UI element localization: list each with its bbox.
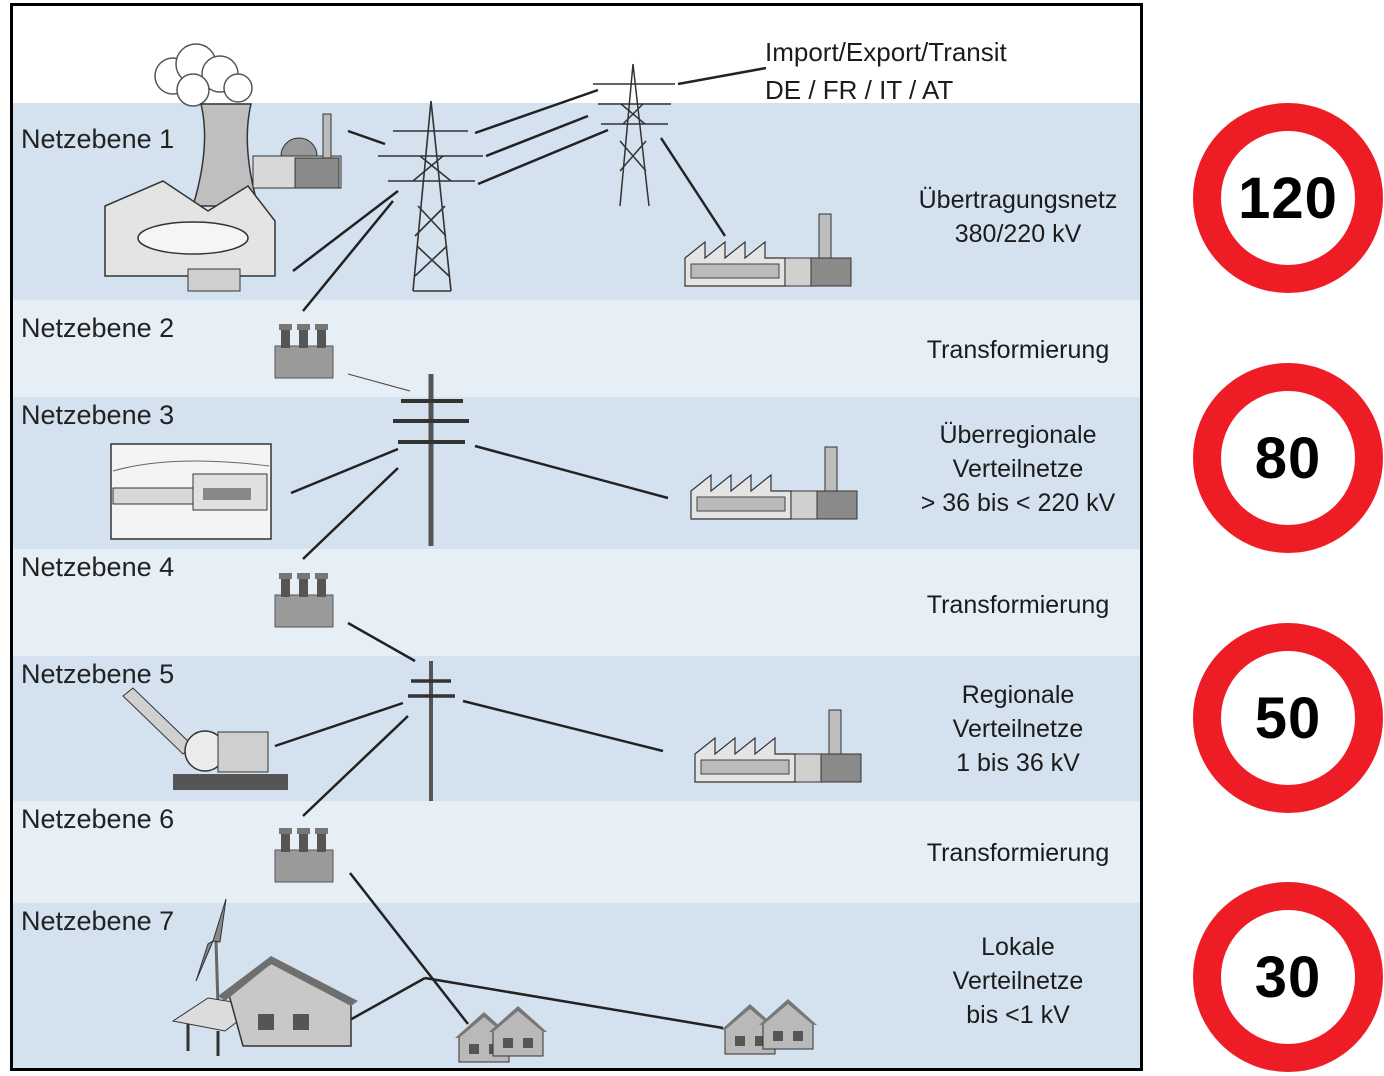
- speed-sign-80: 80: [1193, 363, 1383, 553]
- level-2-label: Netzebene 2: [21, 313, 175, 343]
- transmission-tower-icon: [378, 100, 483, 292]
- band-level-4: [13, 549, 1140, 656]
- level-6-description: Transformierung: [926, 839, 1110, 867]
- level-4-description: Transformierung: [926, 591, 1110, 619]
- house-icon: [488, 1005, 548, 1057]
- speed-sign-value: 30: [1254, 944, 1322, 1010]
- power-plant-icon: [154, 43, 342, 207]
- level-1-description: Übertragungsnetz 380/220 kV: [918, 186, 1118, 248]
- dam-icon: [104, 180, 276, 292]
- level-7-label: Netzebene 7: [21, 906, 175, 936]
- speed-sign-30: 30: [1193, 882, 1383, 1072]
- water-wheel-icon: [122, 687, 288, 790]
- speed-sign-120: 120: [1193, 103, 1383, 293]
- speed-sign-value: 120: [1238, 165, 1338, 231]
- import-export-label: Import/Export/Transit DE / FR / IT / AT: [765, 37, 1007, 105]
- factory-icon: [694, 709, 862, 783]
- hydro-plant-icon: [110, 443, 272, 540]
- band-level-7: [13, 903, 1140, 1068]
- grid-levels-diagram: Import/Export/Transit DE / FR / IT / AT …: [10, 3, 1143, 1071]
- factory-icon: [690, 446, 858, 520]
- speed-sign-50: 50: [1193, 623, 1383, 813]
- house-icon: [218, 956, 358, 1047]
- wind-turbine-icon: [195, 898, 227, 1007]
- level-5-label: Netzebene 5: [21, 659, 175, 689]
- factory-icon: [684, 213, 852, 287]
- level-3-label: Netzebene 3: [21, 400, 175, 430]
- level-3-description: Überregionale Verteilnetze > 36 bis < 22…: [920, 421, 1116, 517]
- house-icon: [758, 998, 818, 1050]
- band-level-2: [13, 300, 1140, 397]
- transformer-icon: [274, 572, 334, 628]
- level-6-label: Netzebene 6: [21, 804, 175, 834]
- transformer-icon: [274, 827, 334, 883]
- speed-sign-value: 80: [1254, 425, 1322, 491]
- level-2-description: Transformierung: [926, 336, 1110, 364]
- level-7-description: Lokale Verteilnetze bis <1 kV: [952, 933, 1084, 1029]
- level-5-description: Regionale Verteilnetze 1 bis 36 kV: [952, 681, 1084, 777]
- transmission-tower-icon: [408, 661, 455, 801]
- power-lines: [274, 66, 767, 1030]
- transformer-icon: [274, 323, 334, 379]
- level-4-label: Netzebene 4: [21, 552, 175, 582]
- band-level-6: [13, 801, 1140, 903]
- transmission-tower-icon: [593, 63, 675, 207]
- speed-sign-value: 50: [1254, 685, 1322, 751]
- illustration-layer: [104, 43, 862, 1063]
- transmission-tower-icon: [393, 374, 469, 546]
- level-1-label: Netzebene 1: [21, 124, 175, 154]
